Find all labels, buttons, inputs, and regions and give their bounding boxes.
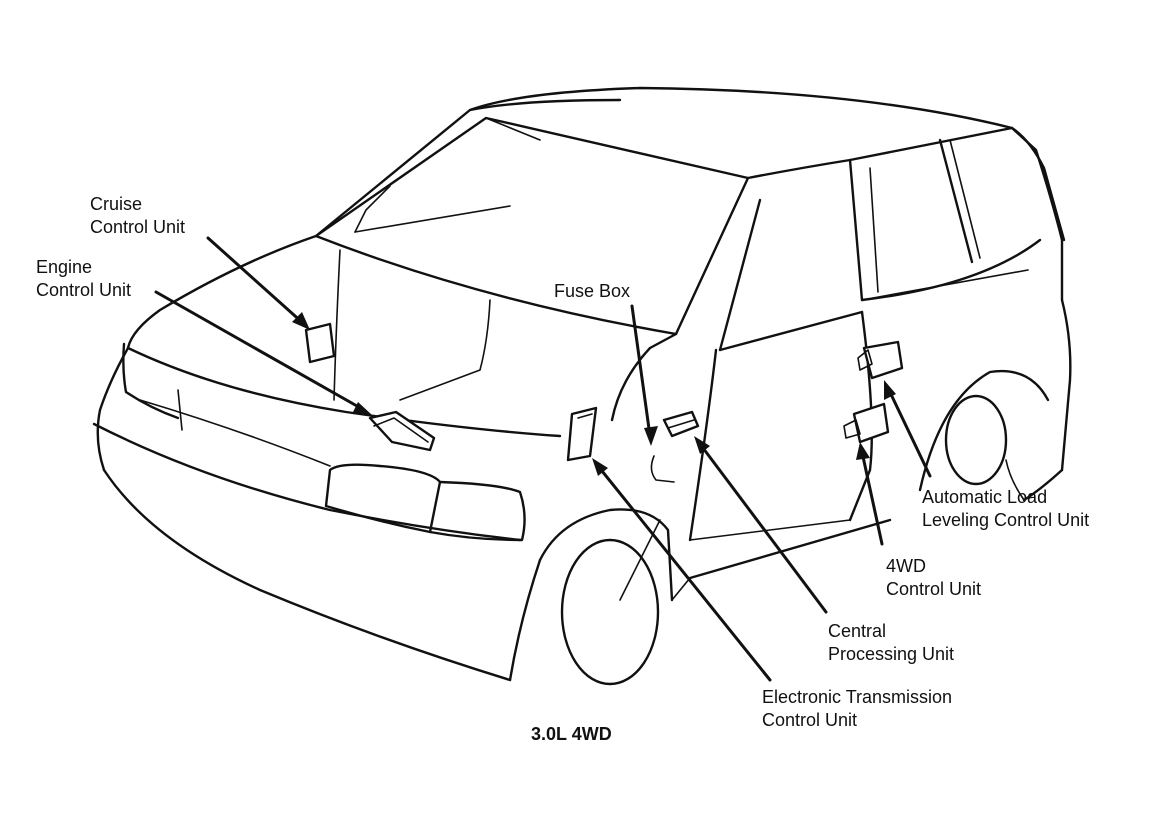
label-central-processing-unit: Central Processing Unit	[828, 621, 955, 664]
leader-lines	[154, 236, 932, 682]
label-cruise-control-unit: Cruise Control Unit	[90, 194, 186, 237]
engine-control-unit-part	[368, 410, 436, 452]
label-electronic-transmission-control-unit: Electronic Transmission Control Unit	[762, 687, 953, 730]
arrowhead-engine	[352, 402, 372, 415]
leader-fuse	[630, 304, 652, 438]
label-fuse-box: Fuse Box	[554, 281, 631, 301]
4wd-control-unit-part	[843, 402, 890, 444]
arrowhead-alcu	[884, 380, 896, 400]
diagram-caption: 3.0L 4WD	[531, 724, 612, 744]
automatic-load-leveling-control-unit-part	[857, 340, 904, 380]
cruise-control-unit-part	[304, 322, 336, 364]
leader-cpu	[698, 442, 828, 614]
label-engine-control-unit: Engine Control Unit	[36, 257, 132, 300]
leader-etcu	[596, 464, 772, 682]
arrowhead-cpu	[694, 436, 710, 454]
leader-cruise	[206, 236, 306, 326]
central-processing-unit-part	[662, 410, 700, 438]
label-4wd-control-unit: 4WD Control Unit	[886, 556, 982, 599]
electronic-transmission-control-unit-part	[566, 406, 598, 462]
arrowhead-etcu	[592, 458, 608, 476]
leader-alcu	[886, 386, 932, 478]
leader-4wd	[860, 450, 884, 546]
arrowhead-4wd	[856, 442, 870, 460]
arrowhead-cruise	[292, 312, 310, 330]
van-body	[92, 86, 1072, 686]
label-automatic-load-leveling-control-unit: Automatic Load Leveling Control Unit	[922, 487, 1090, 530]
arrowhead-fuse	[644, 426, 658, 446]
leader-engine	[154, 290, 366, 412]
